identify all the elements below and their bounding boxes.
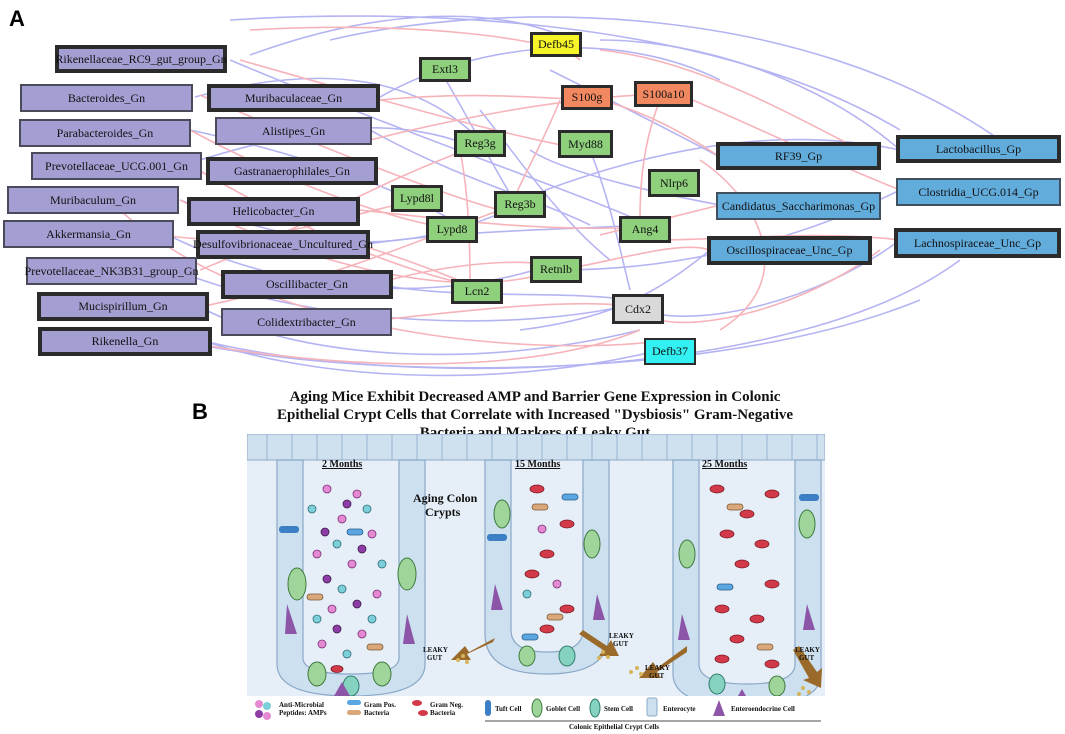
node-reg3g[interactable]: Reg3g: [454, 130, 506, 157]
legend-tuft: Tuft Cell: [495, 705, 521, 713]
label-aging-colon: Aging Colon: [413, 491, 478, 505]
node-cdx2[interactable]: Cdx2: [612, 294, 664, 324]
node-colidextribacter[interactable]: Colidextribacter_Gn: [221, 308, 392, 336]
title-line-1: Aging Mice Exhibit Decreased AMP and Bar…: [289, 389, 781, 405]
panel-b-title: Aging Mice Exhibit Decreased AMP and Bar…: [255, 388, 815, 442]
node-defb37[interactable]: Defb37: [644, 338, 696, 365]
node-lypd8l[interactable]: Lypd8l: [391, 185, 443, 212]
edge: [589, 149, 631, 291]
node-s100a10[interactable]: S100a10: [634, 81, 693, 107]
leaky-gut-label-1b: GUT: [427, 654, 443, 662]
legend-amp-line2: Peptides: AMPs: [279, 709, 327, 717]
node-gastranaerophilales[interactable]: Gastranaerophilales_Gn: [206, 157, 378, 185]
edge: [359, 209, 621, 230]
node-clostridia-ucg014[interactable]: Clostridia_UCG.014_Gp: [896, 178, 1061, 206]
label-crypts: Crypts: [425, 505, 461, 519]
edge: [679, 94, 901, 191]
legend-gram-pos-line1: Gram Pos.: [364, 701, 396, 709]
tuft-cell-icon: [485, 700, 491, 716]
goblet-cell-icon: [531, 698, 543, 718]
legend-enteroendocrine: Enteroendocrine Cell: [731, 705, 795, 713]
legend-amp-icon: [255, 700, 271, 720]
node-lypd8[interactable]: Lypd8: [426, 216, 478, 243]
leaky-gut-label-1a: LEAKY: [423, 646, 448, 654]
node-nlrp6[interactable]: Nlrp6: [648, 169, 700, 197]
legend-caption: Colonic Epithelial Crypt Cells: [569, 723, 659, 731]
node-bacteroides[interactable]: Bacteroides_Gn: [20, 84, 193, 112]
leaky-gut-label-2b: GUT: [613, 640, 629, 648]
edge: [529, 149, 721, 206]
aging-colon-crypt-illustration: 2 Months 15 Months 25 Months Aging Colon…: [247, 434, 825, 731]
edge: [459, 149, 471, 281]
node-rikenellaceae-rc9[interactable]: Rikenellaceae_RC9_gut_group_Gn: [55, 45, 227, 73]
leaky-gut-label-3b: GUT: [649, 672, 665, 680]
leaky-gut-label-4b: GUT: [799, 654, 815, 662]
node-lactobacillus[interactable]: Lactobacillus_Gp: [896, 135, 1061, 163]
enterocyte-icon: [646, 697, 658, 717]
stem-cell-icon: [589, 698, 601, 718]
legend-stem: Stem Cell: [604, 705, 633, 713]
edge: [599, 99, 721, 158]
node-rf39[interactable]: RF39_Gp: [716, 142, 881, 170]
lumen-amps-and-bacteria: [306, 484, 780, 673]
node-oscillibacter[interactable]: Oscillibacter_Gn: [221, 270, 393, 299]
leaky-gut-label-3a: LEAKY: [645, 664, 670, 672]
node-alistipes[interactable]: Alistipes_Gn: [215, 117, 372, 145]
node-s100g[interactable]: S100g: [561, 85, 613, 110]
enteroendocrine-cell-icon: [713, 700, 725, 716]
node-lcn2[interactable]: Lcn2: [451, 279, 503, 304]
leaky-gut-label-2a: LEAKY: [609, 632, 634, 640]
panel-b-letter: B: [192, 399, 208, 424]
legend-goblet: Goblet Cell: [546, 705, 580, 713]
edge: [369, 129, 591, 226]
node-myd88[interactable]: Myd88: [558, 130, 613, 158]
legend-gram-neg-icon: [412, 700, 428, 716]
node-muribaculaceae[interactable]: Muribaculaceae_Gn: [207, 84, 380, 112]
node-prevotellaceae-nk3b31[interactable]: Prevotellaceae_NK3B31_group_Gn: [25, 257, 198, 285]
node-mucispirillum[interactable]: Mucispirillum_Gn: [37, 292, 209, 321]
node-candidatus-saccharimonas[interactable]: Candidatus_Saccharimonas_Gp: [716, 192, 881, 220]
edge: [639, 99, 661, 221]
node-muribaculum[interactable]: Muribaculum_Gn: [7, 186, 179, 214]
label-2-months: 2 Months: [322, 459, 362, 470]
node-defb45[interactable]: Defb45: [530, 32, 582, 57]
node-reg3b[interactable]: Reg3b: [494, 191, 546, 218]
node-akkermansia[interactable]: Akkermansia_Gn: [3, 220, 174, 248]
leaky-gut-arrows: [451, 630, 822, 696]
node-retnlb[interactable]: Retnlb: [530, 256, 582, 283]
legend-amp-line1: Anti-Microbial: [279, 701, 324, 709]
edge: [209, 342, 661, 377]
title-line-2: Epithelial Crypt Cells that Correlate wi…: [276, 407, 794, 423]
legend-gram-pos-icon: [347, 700, 361, 715]
panel-a-letter: A: [9, 6, 25, 31]
edge: [479, 109, 611, 261]
edge: [659, 249, 881, 324]
leaky-gut-label-4a: LEAKY: [795, 646, 820, 654]
node-prevotellaceae-ucg001[interactable]: Prevotellaceae_UCG.001_Gn: [31, 152, 202, 180]
node-ang4[interactable]: Ang4: [619, 216, 671, 243]
label-15-months: 15 Months: [515, 459, 560, 470]
node-lachnospiraceae[interactable]: Lachnospiraceae_Unc_Gp: [894, 228, 1061, 258]
edge: [379, 284, 631, 301]
edge: [139, 299, 921, 369]
edge: [379, 302, 621, 321]
node-desulfovibrionaceae[interactable]: Desulfovibrionaceae_Uncultured_Gn: [193, 230, 373, 259]
node-oscillospiraceae[interactable]: Oscillospiraceae_Unc_Gp: [707, 236, 872, 265]
legend-enterocyte: Enterocyte: [663, 705, 696, 713]
node-rikenella[interactable]: Rikenella_Gn: [38, 327, 212, 356]
node-helicobacter[interactable]: Helicobacter_Gn: [187, 197, 360, 226]
legend: Anti-Microbial Peptides: AMPs Gram Pos. …: [247, 696, 825, 731]
edge: [329, 16, 1001, 141]
legend-gram-neg-line2: Bacteria: [430, 709, 456, 717]
legend-gram-neg-line1: Gram Neg.: [430, 701, 463, 709]
node-parabacteroides[interactable]: Parabacteroides_Gn: [19, 119, 191, 147]
legend-gram-pos-line2: Bacteria: [364, 709, 390, 717]
label-25-months: 25 Months: [702, 459, 747, 470]
edge: [229, 15, 901, 131]
edge: [359, 224, 641, 246]
crypt-cells: [279, 494, 819, 703]
node-extl3[interactable]: Extl3: [419, 57, 471, 82]
